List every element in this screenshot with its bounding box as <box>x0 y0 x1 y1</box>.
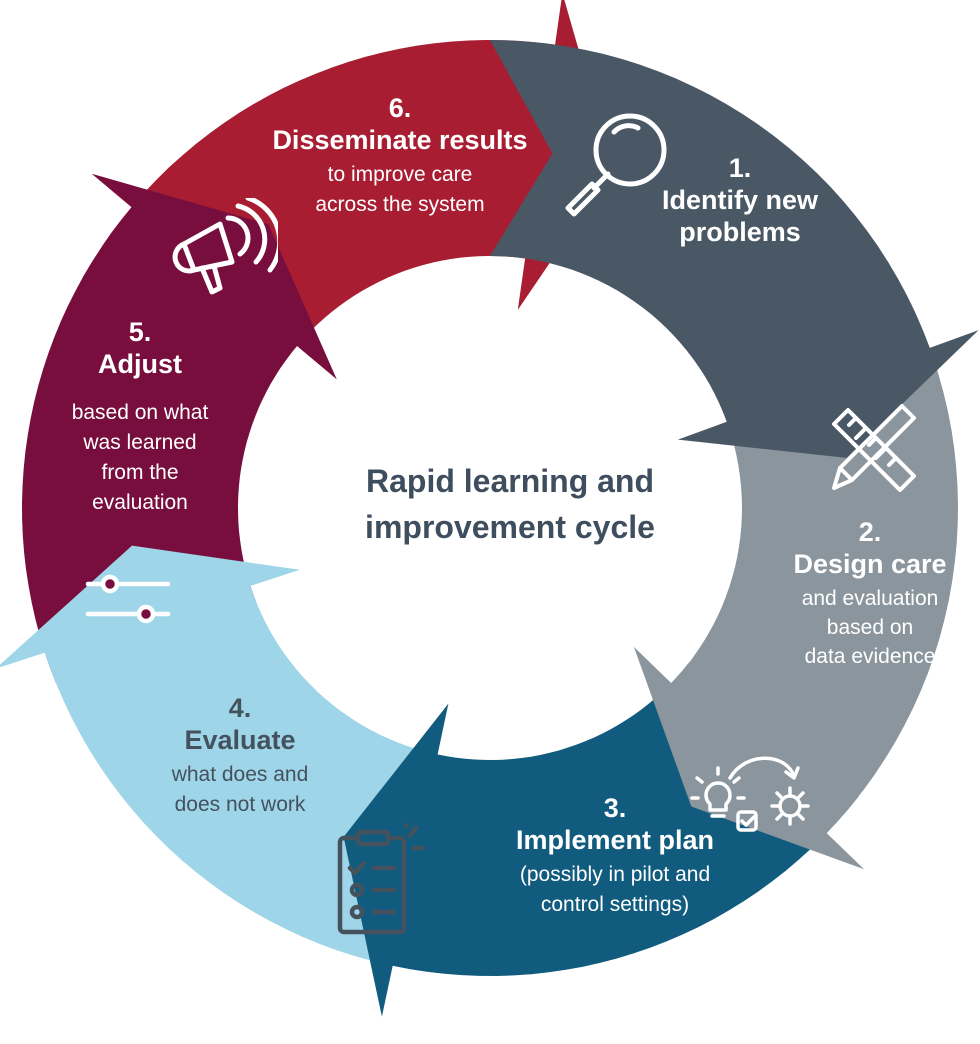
step-5-desc-line: based on what <box>71 401 209 424</box>
step-5-description: based on what was learned from the evalu… <box>40 398 240 518</box>
sliders-icon <box>85 574 171 624</box>
segment-identify <box>490 40 979 458</box>
magnifier-icon <box>565 113 667 217</box>
step-6-desc-line: across the system <box>315 193 485 216</box>
step-1-title: Identify new problems <box>630 184 850 248</box>
step-2-desc-line: data evidence <box>804 645 936 668</box>
step-5-label: 5. Adjust based on what was learned from… <box>40 316 240 518</box>
step-2-label: 2. Design care and evaluation based on d… <box>770 516 970 671</box>
step-2-desc-line: based on <box>826 616 914 639</box>
step-3-description: (possibly in pilot and control settings) <box>480 860 750 920</box>
segment-adjust <box>22 173 337 684</box>
idea-to-gear-icon <box>690 756 810 832</box>
step-4-desc-line: what does and <box>171 763 309 786</box>
step-5-title: Adjust <box>98 349 182 379</box>
step-3-desc-line: (possibly in pilot and <box>519 863 711 886</box>
segment-design <box>633 302 958 870</box>
checklist-icon <box>337 822 426 935</box>
step-2-desc-line: and evaluation <box>801 587 939 610</box>
step-4-desc-line: does not work <box>174 793 306 816</box>
center-title: Rapid learning and improvement cycle <box>365 463 655 545</box>
step-6-desc-line: to improve care <box>327 163 473 186</box>
step-4-title: Evaluate <box>184 725 296 755</box>
step-6-description: to improve care across the system <box>240 160 560 220</box>
step-4-number: 4. <box>228 693 252 723</box>
step-3-title: Implement plan <box>515 825 715 855</box>
step-2-title: Design care <box>793 549 947 579</box>
step-2-number: 2. <box>858 517 882 547</box>
step-5-desc-line: evaluation <box>92 491 188 514</box>
step-4-description: what does and does not work <box>130 760 350 820</box>
step-6-label: 6. Disseminate results to improve care a… <box>240 92 560 220</box>
step-3-desc-line: control settings) <box>540 893 690 916</box>
segment-implement <box>343 663 859 1017</box>
step-1-number: 1. <box>728 153 752 183</box>
step-6-number: 6. <box>388 93 412 123</box>
segment-evaluate <box>0 545 464 974</box>
step-1-title-line: Identify new <box>661 185 818 215</box>
ruler-pencil-icon <box>832 404 916 492</box>
step-6-title: Disseminate results <box>272 125 528 155</box>
step-3-number: 3. <box>603 793 627 823</box>
step-5-desc-line: from the <box>101 461 179 484</box>
step-3-label: 3. Implement plan (possibly in pilot and… <box>480 792 750 920</box>
step-2-description: and evaluation based on data evidence <box>770 584 970 671</box>
step-5-number: 5. <box>128 317 152 347</box>
segment-disseminate <box>102 0 614 368</box>
megaphone-icon <box>172 198 278 295</box>
step-4-label: 4. Evaluate what does and does not work <box>130 692 350 820</box>
step-1-title-line: problems <box>679 217 801 247</box>
step-5-desc-line: was learned <box>83 431 197 454</box>
step-1-label: 1. Identify new problems <box>630 152 850 248</box>
